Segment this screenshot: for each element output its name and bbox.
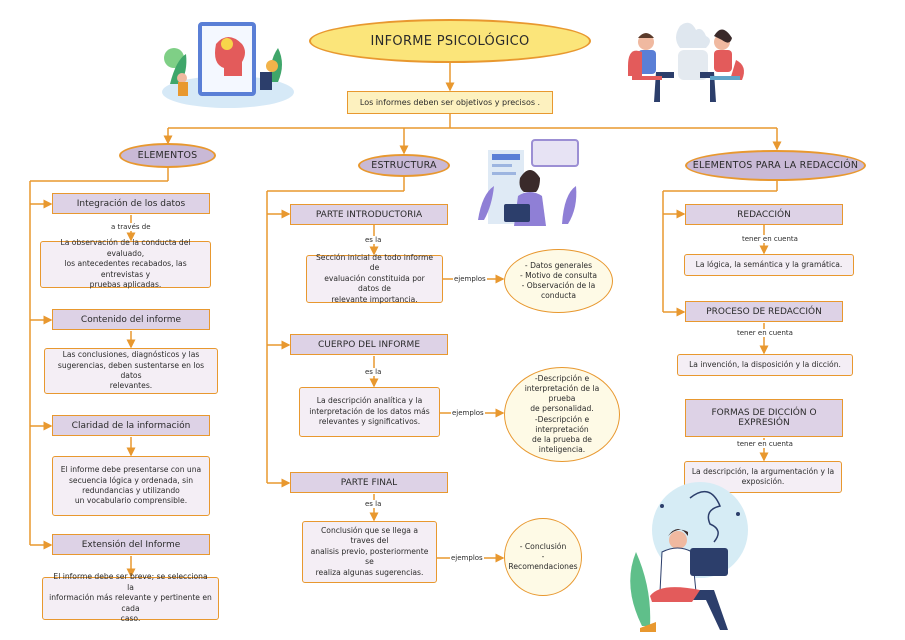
connector-label: es la [364,500,383,508]
elementos-text-4: El informe debe ser breve; se selecciona… [42,572,219,623]
estructura-head-1: PARTE INTRODUCTORIA [290,204,448,225]
ejemplos-label: ejemplos [450,554,484,562]
connector-label: a través de [110,223,152,231]
connector-label: tener en cuenta [736,329,794,337]
redaccion-head-2: PROCESO DE REDACCIÓN [685,301,843,322]
redaccion-head-3: FORMAS DE DICCIÓN O EXPRESIÓN [685,399,843,437]
connector-label: tener en cuenta [741,235,799,243]
elementos-head-4: Extensión del Informe [52,534,210,555]
elementos-text-1: La observación de la conducta del evalua… [40,238,211,289]
elementos-head-label: Contenido del informe [80,314,182,325]
elementos-text-3: El informe debe presentarse con una secu… [52,456,210,516]
elementos-head-2: Contenido del informe [52,309,210,330]
examples-circle-1: - Datos generales - Motivo de consulta -… [504,249,613,313]
redaccion-head-label: REDACCIÓN [737,209,791,220]
estructura-text-1: Sección inicial de todo informe de evalu… [306,253,443,304]
elementos-head-label: Claridad de la información [71,420,191,431]
connector-label: tener en cuenta [736,440,794,448]
estructura-text-2: La descripción analítica y la interpreta… [299,387,440,437]
estructura-label: ESTRUCTURA [371,160,437,171]
redaccion-label: ELEMENTOS PARA LA REDACCIÓN [692,160,859,171]
examples-circle-3: - Conclusión - Recomendaciones [504,518,582,596]
redaccion-head-1: REDACCIÓN [685,204,843,225]
estructura-head-label: CUERPO DEL INFORME [317,339,421,350]
redaccion-text-2: La invención, la disposición y la dicció… [677,354,853,376]
elementos-label: ELEMENTOS [137,150,198,161]
psychology-head-illustration [162,22,294,108]
estructura-text-3: Conclusión que se llega a traves del ana… [302,521,437,583]
page-title: INFORME PSICOLÓGICO [370,33,530,49]
estructura-head-3: PARTE FINAL [290,472,448,493]
estructura-oval: ESTRUCTURA [358,154,450,177]
ejemplos-label: ejemplos [453,275,487,283]
therapy-session-illustration [628,22,744,102]
subtitle-box: Los informes deben ser objetivos y preci… [347,91,553,114]
redaccion-head-label: FORMAS DE DICCIÓN O EXPRESIÓN [711,408,817,428]
elementos-head-1: Integración de los datos [52,193,210,214]
elementos-head-label: Integración de los datos [76,198,186,209]
connector-label: es la [364,236,383,244]
connector-label: es la [364,368,383,376]
estructura-head-label: PARTE FINAL [340,477,398,488]
subtitle-text: Los informes deben ser objetivos y preci… [359,98,541,107]
man-thinking-laptop-illustration [630,482,748,632]
estructura-head-label: PARTE INTRODUCTORIA [315,209,423,220]
redaccion-text-1: La lógica, la semántica y la gramática. [684,254,854,276]
elementos-head-label: Extensión del Informe [81,539,181,550]
estructura-head-2: CUERPO DEL INFORME [290,334,448,355]
redaccion-head-label: PROCESO DE REDACCIÓN [706,306,822,317]
title-oval: INFORME PSICOLÓGICO [309,19,591,63]
elementos-text-2: Las conclusiones, diagnósticos y las sug… [44,348,218,394]
elementos-head-3: Claridad de la información [52,415,210,436]
woman-laptop-illustration [478,139,579,226]
elementos-oval: ELEMENTOS [119,143,216,168]
ejemplos-label: ejemplos [451,409,485,417]
redaccion-oval: ELEMENTOS PARA LA REDACCIÓN [685,150,866,181]
examples-circle-2: -Descripción e interpretación de la prue… [504,367,620,462]
